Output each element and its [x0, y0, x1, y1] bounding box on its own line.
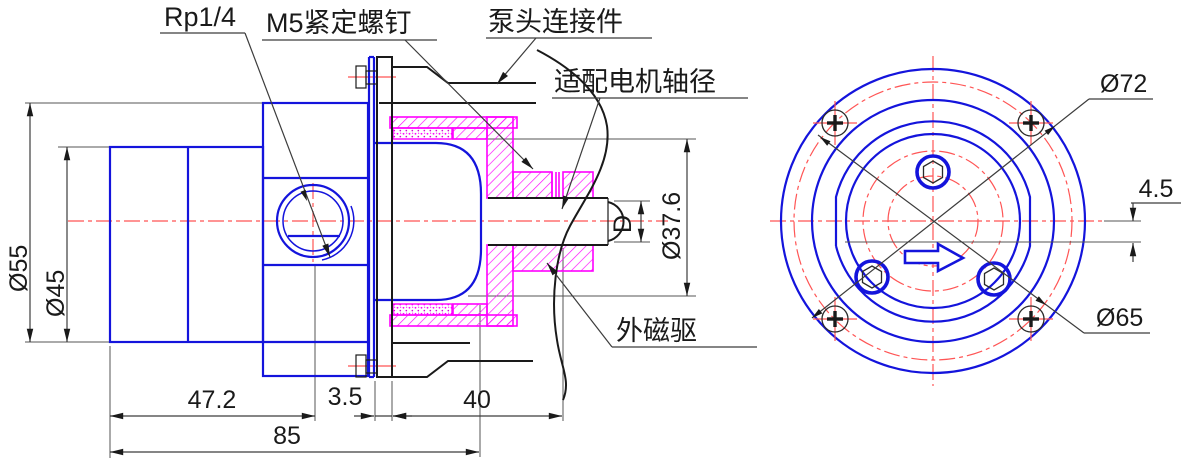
label-motor-shaft-fit: 适配电机轴径 [554, 67, 716, 97]
callout-thread-port: Rp1/4 [160, 2, 331, 258]
dim-overall-length: 85 [273, 422, 301, 450]
dim-bolt-circle-text: Ø65 [1096, 304, 1143, 332]
pump-body [108, 101, 370, 378]
label-pump-head-connector: 泵头连接件 [488, 7, 623, 37]
dim-body-length: 47.2 [188, 386, 237, 414]
label-set-screw: M5紧定螺钉 [266, 8, 412, 38]
dim-shaft-d: D [609, 215, 637, 233]
phillips-screw [1009, 101, 1053, 145]
dim-cup-length: 40 [463, 386, 491, 414]
phillips-screws [813, 101, 1053, 341]
dim-connector-bore: Ø37.6 [658, 192, 686, 260]
hex-socket-screws [854, 154, 1012, 297]
containment-shell [374, 141, 483, 302]
hex-screw [915, 154, 951, 190]
label-thread-port: Rp1/4 [164, 2, 236, 32]
front-centerlines [770, 56, 1104, 386]
side-view: Ø55 Ø45 47.2 3.5 40 85 Ø37.6 D Rp1/4 M5紧… [5, 2, 757, 458]
callout-set-screw: M5紧定螺钉 [262, 8, 534, 170]
clamp-screw-bottom [355, 354, 378, 378]
flat-sided-boss [834, 120, 1032, 323]
front-view: Ø72 Ø65 4.5 [770, 56, 1181, 386]
callout-pump-head-connector: 泵头连接件 [486, 7, 652, 85]
dim-housing-inner: Ø45 [42, 270, 70, 317]
dim-flange-gap: 3.5 [328, 383, 363, 411]
dimension-lines [26, 103, 691, 456]
dim-offset-text: 4.5 [1139, 175, 1174, 203]
clamp-screw-top [355, 65, 378, 89]
dim-flange-od-text: Ø72 [1100, 70, 1147, 98]
phillips-screw [813, 101, 857, 145]
dim-flange-od: Ø72 [811, 70, 1153, 319]
thread-port-circle [275, 183, 355, 261]
label-outer-magnet-drive: 外磁驱 [616, 316, 697, 346]
outer-magnet-cup [389, 116, 594, 327]
phillips-screw [1009, 297, 1053, 341]
rotation-arrow-icon [903, 241, 966, 274]
phillips-screw [813, 297, 857, 341]
flange-circles [779, 67, 1087, 375]
dim-offset: 4.5 [1129, 175, 1181, 262]
motor-shaft [488, 197, 625, 246]
dim-bolt-circle: Ø65 [817, 134, 1150, 334]
pump-head-connector-outline [379, 49, 609, 401]
hex-screw [976, 261, 1012, 297]
break-line [536, 49, 609, 401]
callout-motor-shaft-fit: 适配电机轴径 [552, 67, 748, 210]
callout-outer-magnet-drive: 外磁驱 [546, 262, 757, 348]
hex-screw [854, 259, 890, 295]
flange-plate [376, 56, 393, 378]
dim-housing-od: Ø55 [5, 245, 33, 292]
pitch-circles [793, 81, 1073, 361]
clamp-ring [367, 55, 376, 379]
